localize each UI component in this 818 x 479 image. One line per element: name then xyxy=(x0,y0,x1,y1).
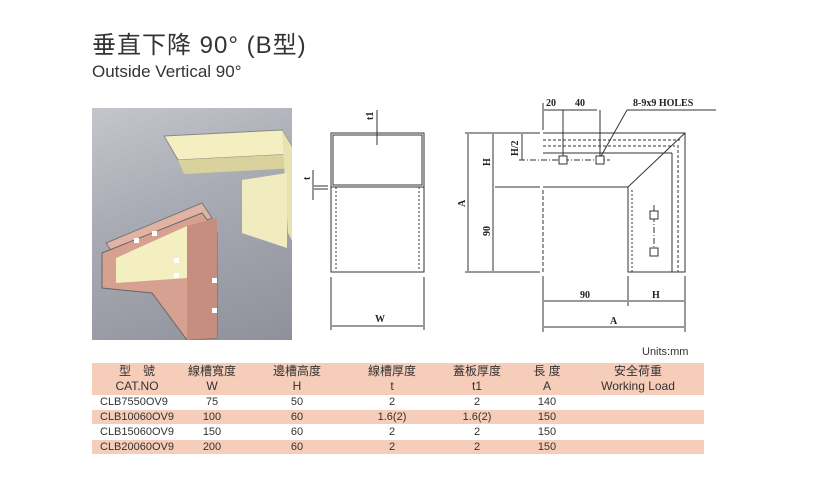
header-zh: 線槽寬度 xyxy=(187,364,236,378)
cell-t: 1.6(2) xyxy=(352,409,432,425)
cell-t1: 1.6(2) xyxy=(432,409,522,425)
header-zh: 型 號 xyxy=(118,364,155,378)
cell-cat-no: CLB10060OV9 xyxy=(92,409,182,425)
cell-working-load xyxy=(572,424,704,440)
header-zh: 安全荷重 xyxy=(613,364,662,378)
header-en: W xyxy=(206,379,218,393)
header-zh: 邊槽高度 xyxy=(272,364,321,378)
cell-cat-no: CLB7550OV9 xyxy=(92,395,182,410)
label-H-half: H/2 xyxy=(510,140,521,156)
label-40: 40 xyxy=(575,98,585,109)
cell-t1: 2 xyxy=(432,424,522,440)
cell-cat-no: CLB15060OV9 xyxy=(92,424,182,440)
units-label: Units:mm xyxy=(642,346,689,358)
label-90-horizontal: 90 xyxy=(580,290,590,301)
label-A-vertical: A xyxy=(457,199,468,207)
product-photo xyxy=(92,108,292,340)
cell-h: 60 xyxy=(242,439,352,455)
cell-working-load xyxy=(572,439,704,455)
cell-working-load xyxy=(572,395,704,410)
label-A-horizontal: A xyxy=(610,316,618,327)
table-row: CLB20060OV9 200 60 2 2 150 xyxy=(92,439,704,455)
header-en: t xyxy=(390,379,394,393)
cell-w: 200 xyxy=(182,439,242,455)
header-en: A xyxy=(542,379,551,393)
cell-cat-no: CLB20060OV9 xyxy=(92,439,182,455)
header-en: H xyxy=(292,379,302,393)
cell-t1: 2 xyxy=(432,439,522,455)
cell-h: 60 xyxy=(242,409,352,425)
cell-w: 150 xyxy=(182,424,242,440)
label-H-vertical: H xyxy=(482,158,493,166)
header-en: t1 xyxy=(471,379,482,393)
cell-w: 100 xyxy=(182,409,242,425)
cell-a: 150 xyxy=(522,409,572,425)
table-row: CLB7550OV9 75 50 2 2 140 xyxy=(92,395,704,410)
cell-a: 150 xyxy=(522,439,572,455)
label-W: W xyxy=(375,314,385,325)
label-holes: 8-9x9 HOLES xyxy=(633,98,694,109)
cell-working-load xyxy=(572,409,704,425)
cell-t1: 2 xyxy=(432,395,522,410)
cell-h: 50 xyxy=(242,395,352,410)
cell-h: 60 xyxy=(242,424,352,440)
table-row: CLB15060OV9 150 60 2 2 150 xyxy=(92,424,704,440)
header-zh: 線槽厚度 xyxy=(367,364,416,378)
label-90-vertical: 90 xyxy=(482,226,493,236)
cell-t: 2 xyxy=(352,424,432,440)
page-title: 垂直下降 90° (B型) xyxy=(92,32,307,59)
cell-t: 2 xyxy=(352,395,432,410)
header-en: Working Load xyxy=(601,379,675,393)
table-row: CLB10060OV9 100 60 1.6(2) 1.6(2) 150 xyxy=(92,409,704,425)
label-t1: t1 xyxy=(365,112,376,120)
header-zh: 長 度 xyxy=(533,364,561,378)
label-H-horizontal: H xyxy=(652,290,660,301)
cell-a: 150 xyxy=(522,424,572,440)
label-20: 20 xyxy=(546,98,556,109)
page-subtitle: Outside Vertical 90° xyxy=(92,62,242,81)
cell-a: 140 xyxy=(522,395,572,410)
label-t: t xyxy=(302,176,313,180)
cell-t: 2 xyxy=(352,439,432,455)
header-en: CAT.NO xyxy=(115,379,159,393)
header-zh: 蓋板厚度 xyxy=(452,364,501,378)
cell-w: 75 xyxy=(182,395,242,410)
